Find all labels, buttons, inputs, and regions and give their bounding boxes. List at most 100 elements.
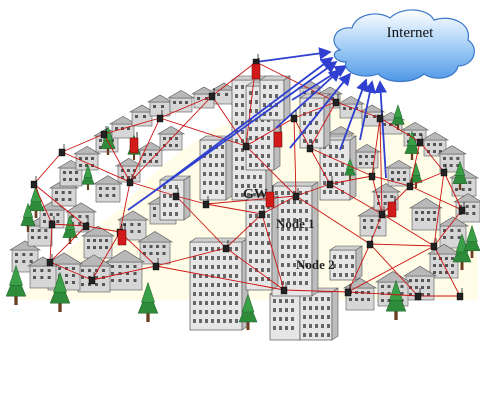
mesh-link: [175, 195, 207, 205]
mesh-link: [419, 141, 445, 173]
mesh-link: [433, 209, 463, 247]
mesh-link: [119, 181, 131, 233]
building-group: [159, 75, 363, 341]
mesh-router-icon: [292, 188, 300, 201]
tree-icon: [5, 264, 27, 305]
gateway-label: GW: [243, 187, 268, 202]
mesh-router-icon: [208, 88, 216, 101]
mesh-link: [225, 213, 263, 249]
tree-icon: [81, 164, 95, 190]
mesh-link: [443, 171, 463, 211]
mesh-link: [211, 61, 257, 97]
internet-link: [155, 56, 334, 191]
mesh-link: [255, 61, 337, 103]
mesh-router-icon: [48, 216, 56, 229]
mesh-router-icon: [58, 144, 66, 157]
mesh-router-icon: [290, 110, 298, 123]
mesh-router-icon: [406, 178, 414, 191]
house-icon: [108, 115, 138, 139]
mesh-link: [205, 203, 263, 215]
mesh-router-icon: [332, 94, 340, 107]
mesh-link: [159, 117, 247, 147]
router-group: [30, 54, 466, 301]
mesh-link: [103, 133, 131, 183]
mesh-link: [245, 117, 295, 147]
mesh-link: [155, 247, 227, 267]
mesh-link: [309, 147, 331, 185]
mesh-link: [295, 183, 331, 197]
mesh-link: [91, 265, 157, 281]
mesh-link: [381, 185, 411, 215]
mesh-link: [61, 151, 131, 183]
tree-icon: [137, 281, 159, 322]
house-icon: [136, 231, 174, 265]
house-icon: [420, 131, 450, 157]
cloud-icon: [333, 9, 475, 83]
tree-icon: [20, 202, 36, 232]
house-icon: [114, 157, 144, 183]
house-icon: [408, 197, 444, 231]
mesh-link: [329, 183, 383, 215]
house-icon: [128, 104, 156, 127]
mesh-link: [309, 101, 337, 149]
mesh-router-icon: [440, 164, 448, 177]
mesh-link: [347, 245, 435, 293]
mesh-router-icon: [152, 258, 160, 271]
mesh-router-icon: [326, 176, 334, 189]
mesh-router-icon: [46, 254, 54, 267]
mesh-router-icon: [306, 140, 314, 153]
mesh-link: [379, 117, 383, 215]
mesh-link: [155, 265, 285, 291]
mesh-link: [205, 195, 297, 205]
tree-icon: [27, 184, 45, 218]
mesh-router-icon: [222, 240, 230, 253]
mesh-link: [129, 117, 161, 183]
mesh-router-icon: [126, 174, 134, 187]
mesh-link: [433, 245, 461, 297]
mesh-link: [295, 195, 371, 245]
mesh-router-icon: [172, 188, 180, 201]
mesh-link: [433, 171, 445, 247]
mesh-router-icon: [100, 126, 108, 139]
mesh-router-icon: [430, 238, 438, 251]
gateway-router-icon: [251, 58, 261, 80]
mesh-link: [211, 95, 247, 147]
mesh-router-icon: [30, 176, 38, 189]
node2-label: Node 2: [296, 257, 335, 272]
mesh-link: [261, 213, 285, 291]
mesh-link: [293, 117, 297, 197]
internet-link: [289, 72, 352, 149]
mesh-link: [129, 95, 213, 183]
mesh-link: [85, 225, 121, 233]
building-icon: [189, 237, 249, 331]
mesh-router-icon: [280, 282, 288, 295]
building-icon: [299, 287, 339, 341]
mesh-link: [159, 95, 213, 119]
mesh-link: [49, 261, 93, 281]
tree-icon: [404, 130, 420, 160]
mesh-link: [283, 289, 349, 293]
tree-icon: [238, 293, 258, 330]
mesh-router-icon: [376, 110, 384, 123]
mesh-link: [261, 195, 297, 215]
mesh-link: [175, 195, 227, 249]
mesh-link: [225, 247, 285, 291]
house-icon: [384, 159, 414, 187]
mesh-router-icon: [82, 218, 90, 231]
mesh-router-icon: [458, 202, 466, 215]
internet-link: [339, 78, 369, 151]
mesh-link: [51, 223, 87, 227]
mesh-link: [371, 175, 383, 215]
house-icon: [166, 89, 196, 113]
mesh-link: [129, 181, 177, 197]
internet-link: [359, 80, 376, 141]
building-icon: [299, 93, 331, 149]
mesh-router-icon: [88, 272, 96, 285]
mesh-router-icon: [258, 206, 266, 219]
mesh-link: [347, 243, 371, 293]
mesh-router-icon: [368, 168, 376, 181]
mesh-link: [335, 101, 381, 119]
mesh-link: [409, 185, 463, 211]
